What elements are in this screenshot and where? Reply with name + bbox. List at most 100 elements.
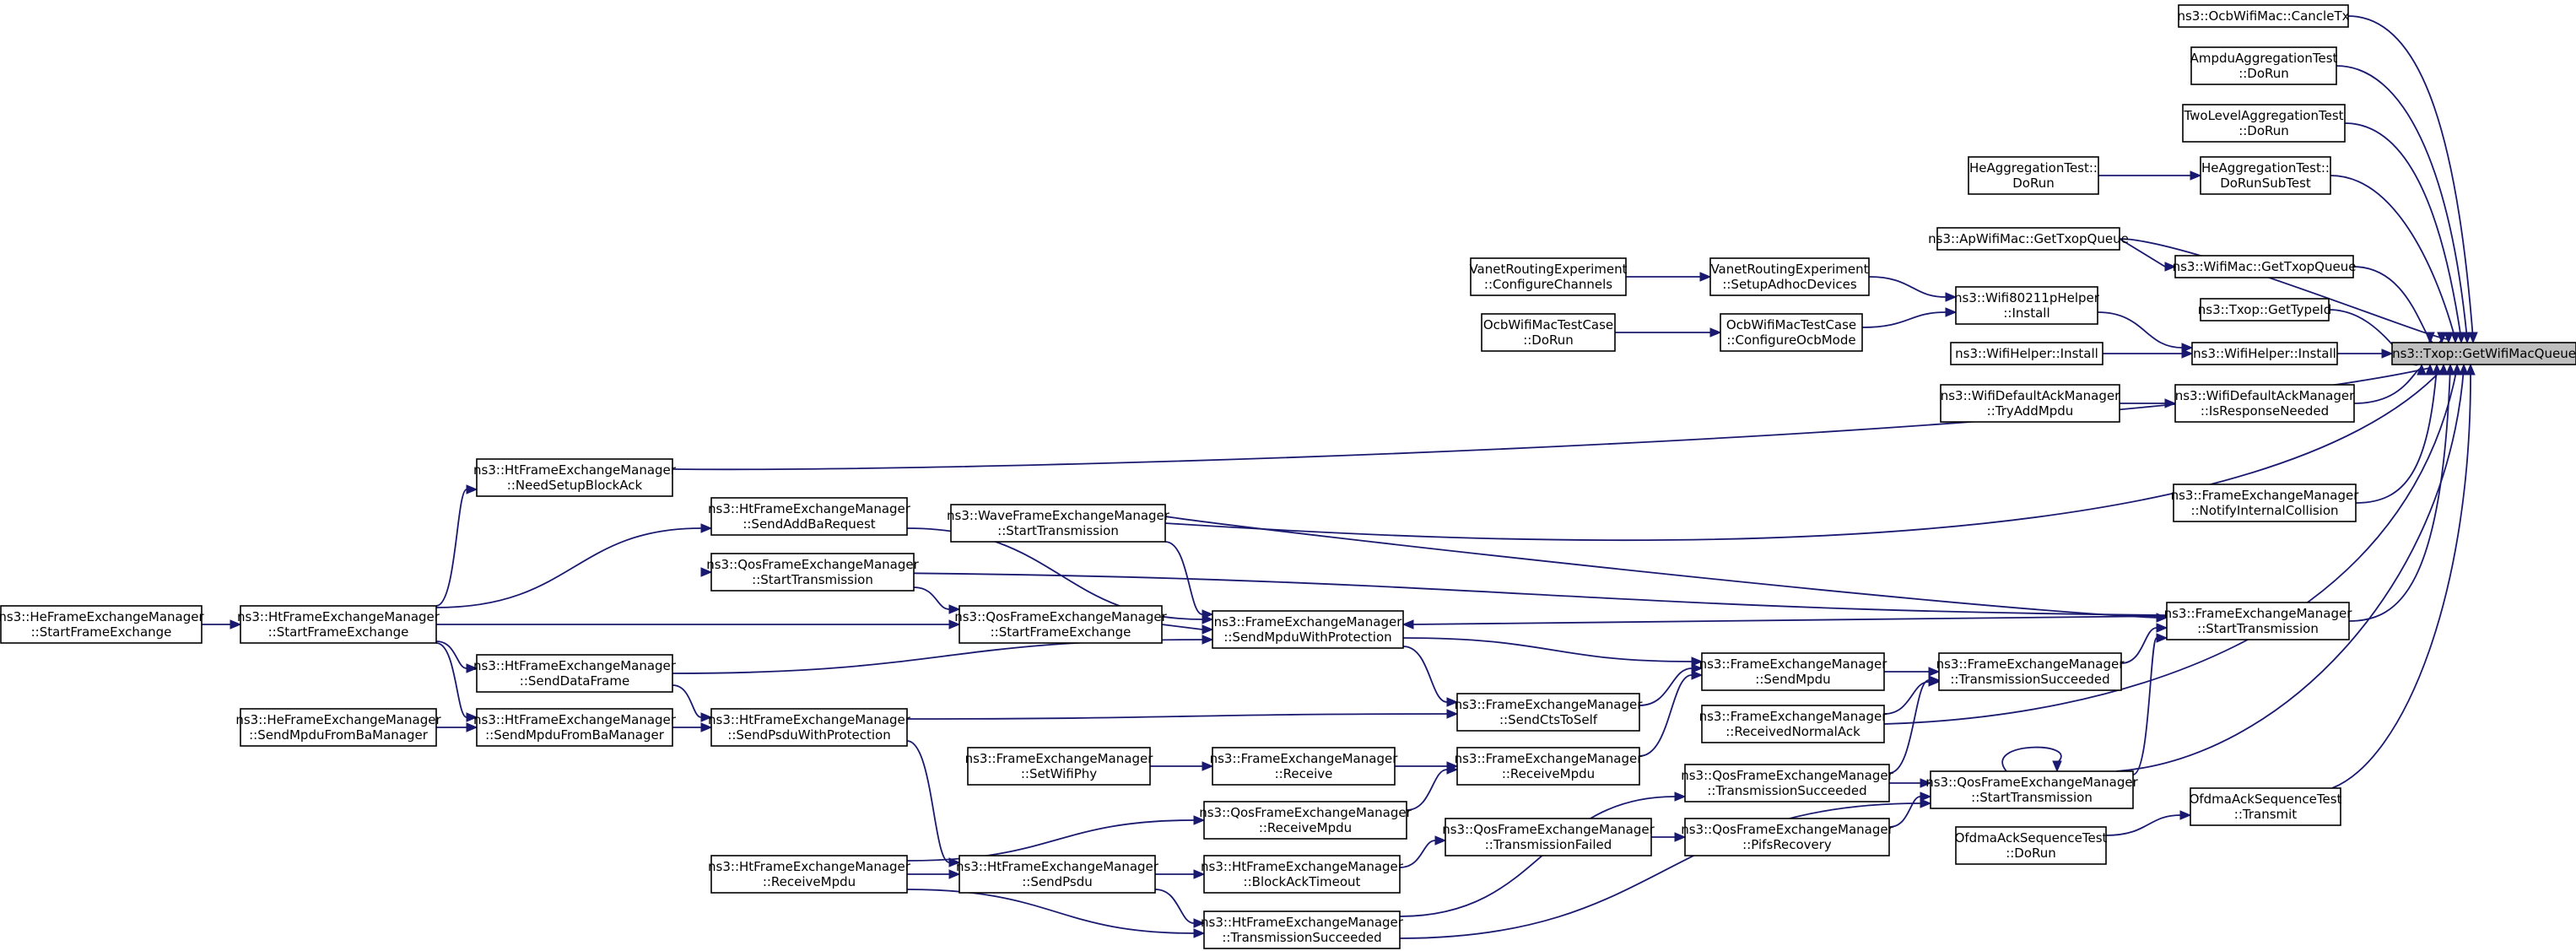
- arrowhead-sendpsduwithprot-to-sendpsdu: [948, 857, 961, 867]
- call-edge-qos-starttx-to-qos-startfe: [913, 586, 950, 610]
- call-edge-receivempdu-to-sendmpdu: [1639, 674, 1693, 757]
- node-he-dorun[interactable]: HeAggregationTest::DoRun: [1968, 156, 2099, 195]
- node-he-dorunsubtest[interactable]: HeAggregationTest::DoRunSubTest: [2200, 156, 2331, 195]
- call-edge-he_dorunsubtest-to-target: [2330, 175, 2456, 340]
- node-qos-txsucceeded[interactable]: ns3::QosFrameExchangeManager::Transmissi…: [1681, 764, 1894, 802]
- call-edge-ht-startfe-to-sendaddba: [435, 527, 702, 608]
- node-wifihelper-install-a[interactable]: ns3::WifiHelper::Install: [1950, 342, 2103, 365]
- node-wave-starttx[interactable]: ns3::WaveFrameExchangeManager::StartTran…: [947, 504, 1170, 543]
- node-label-line: ns3::HeFrameExchangeManager: [0, 609, 204, 624]
- node-label-line: ::ReceiveMpdu: [763, 874, 856, 889]
- call-edge-sendmpduwithprot-to-ctstoself: [1402, 646, 1448, 703]
- node-label-line: ::SendMpdu: [1755, 672, 1830, 687]
- node-ht-receivempdu[interactable]: ns3::HtFrameExchangeManager::ReceiveMpdu: [708, 855, 911, 894]
- node-label-line: ns3::HeFrameExchangeManager: [235, 712, 441, 727]
- node-ht-needsetup[interactable]: ns3::HtFrameExchangeManager::NeedSetupBl…: [473, 458, 677, 497]
- arrowhead-wave-to-sendmpduwithprot: [1202, 609, 1214, 619]
- node-label-line: ::StartFrameExchange: [268, 624, 409, 640]
- node-vanet-setup[interactable]: VanetRoutingExperiment::SetupAdhocDevice…: [1709, 257, 1870, 296]
- node-ap-gettxopqueue[interactable]: ns3::ApWifiMac::GetTxopQueue: [1928, 227, 2129, 251]
- node-fem-receivednormalack[interactable]: ns3::FrameExchangeManager::ReceivedNorma…: [1699, 705, 1888, 743]
- node-fem-txsucceeded[interactable]: ns3::FrameExchangeManager::TransmissionS…: [1936, 652, 2125, 691]
- node-ampdu-dorun[interactable]: AmpduAggregationTest::DoRun: [2190, 46, 2338, 85]
- arrowhead-txop_gettypeid-to-target: [2425, 332, 2435, 344]
- node-box: [959, 605, 1163, 644]
- node-ht-sendaddba[interactable]: ns3::HtFrameExchangeManager::SendAddBaRe…: [708, 497, 911, 536]
- node-label-line: ns3::WifiMac::GetTxopQueue: [2173, 259, 2357, 274]
- node-qos-receivempdu[interactable]: ns3::QosFrameExchangeManager::ReceiveMpd…: [1199, 801, 1412, 840]
- node-box: [710, 855, 908, 894]
- node-qos-starttx-left[interactable]: ns3::QosFrameExchangeManager::StartTrans…: [706, 553, 920, 592]
- arrowhead-qos-receivempdu-to-fem: [1446, 765, 1459, 775]
- node-he-sendmpdufromba[interactable]: ns3::HeFrameExchangeManager::SendMpduFro…: [235, 708, 441, 747]
- call-edge-ht-startfe-to-sendmpdufromba: [435, 642, 467, 718]
- node-ht-senddataframe[interactable]: ns3::HtFrameExchangeManager::SendDataFra…: [473, 654, 677, 693]
- node-label-line: ::Install: [2003, 305, 2049, 321]
- node-box: [2200, 156, 2331, 195]
- node-label-line: ::TransmissionFailed: [1485, 837, 1612, 852]
- node-box: [1212, 747, 1396, 786]
- node-fem-sendmpdu[interactable]: ns3::FrameExchangeManager::SendMpdu: [1699, 652, 1888, 691]
- node-box: [710, 553, 915, 592]
- node-qos-pifsrecovery[interactable]: ns3::QosFrameExchangeManager::PifsRecove…: [1681, 818, 1894, 856]
- node-label-line: HeAggregationTest::: [1969, 160, 2098, 176]
- node-fem-sendmpduwithprot[interactable]: ns3::FrameExchangeManager::SendMpduWithP…: [1212, 610, 1404, 649]
- node-he-startfe[interactable]: ns3::HeFrameExchangeManager::StartFrameE…: [0, 605, 204, 644]
- node-fem-sendctstoself[interactable]: ns3::FrameExchangeManager::SendCtsToSelf: [1455, 693, 1644, 732]
- node-box: [2191, 342, 2338, 365]
- node-wifihelper-install-b[interactable]: ns3::WifiHelper::Install: [2191, 342, 2338, 365]
- node-ofdma-dorun[interactable]: OfdmaAckSequenceTest::DoRun: [1955, 826, 2108, 865]
- node-txop-gettypeid[interactable]: ns3::Txop::GetTypeId: [2198, 298, 2332, 322]
- node-label-line: ::StartTransmission: [1971, 790, 2093, 805]
- node-box: [950, 504, 1166, 543]
- node-fem-starttx[interactable]: ns3::FrameExchangeManager::StartTransmis…: [2164, 602, 2353, 640]
- node-ht-blockacktimeout[interactable]: ns3::HtFrameExchangeManager::BlockAckTim…: [1201, 855, 1404, 894]
- node-defack-isresponse[interactable]: ns3::WifiDefaultAckManager::IsResponseNe…: [2174, 384, 2355, 423]
- node-fem-setwifiphy[interactable]: ns3::FrameExchangeManager::SetWifiPhy: [965, 747, 1154, 786]
- call-edge-blockacktimeout-to-txfailed: [1399, 840, 1436, 868]
- node-ofdma-transmit[interactable]: OfdmaAckSequenceTest::Transmit: [2190, 787, 2342, 826]
- node-fem-receivempdu[interactable]: ns3::FrameExchangeManager::ReceiveMpdu: [1455, 747, 1644, 786]
- arrowhead-wifi80211p-to-wifihelper: [2181, 343, 2194, 353]
- node-label-line: OcbWifiMacTestCase: [1483, 317, 1613, 332]
- arrowhead-ht-receivempdu-to-qos: [1193, 815, 1206, 825]
- arrowhead-sendpsdu-to-ht-txsucceeded: [1193, 918, 1206, 928]
- node-box: [967, 747, 1151, 786]
- node-ht-sendpsdu[interactable]: ns3::HtFrameExchangeManager::SendPsdu: [956, 855, 1159, 894]
- node-label-line: ::DoRun: [2238, 123, 2289, 138]
- node-ocb-cancletx[interactable]: ns3::OcbWifiMac::CancleTx: [2177, 4, 2350, 28]
- call-edge-defack_isresponse-to-target: [2353, 367, 2422, 404]
- node-fem-receive[interactable]: ns3::FrameExchangeManager::Receive: [1210, 747, 1399, 786]
- node-label-line: ns3::QosFrameExchangeManager: [1442, 822, 1655, 837]
- node-ht-txsucceeded[interactable]: ns3::HtFrameExchangeManager::Transmissio…: [1201, 910, 1404, 949]
- node-getwifimacqueue[interactable]: ns3::Txop::GetWifiMacQueue: [2391, 342, 2576, 365]
- node-ocbtest-dorun[interactable]: OcbWifiMacTestCase::DoRun: [1481, 313, 1616, 352]
- arrowhead-ht-startfe-to-senddataframe: [466, 663, 478, 673]
- node-box: [1684, 764, 1890, 802]
- node-qos-startfe[interactable]: ns3::QosFrameExchangeManager::StartFrame…: [954, 605, 1168, 644]
- arrowhead-ht-startfe-to-qos-startfe: [948, 619, 961, 629]
- node-qos-starttx-right[interactable]: ns3::QosFrameExchangeManager::StartTrans…: [1925, 770, 2139, 809]
- node-ht-sendpsduwithprot[interactable]: ns3::HtFrameExchangeManager::SendPsduWit…: [708, 708, 911, 747]
- node-vanet-configure[interactable]: VanetRoutingExperiment::ConfigureChannel…: [1469, 257, 1628, 296]
- node-qos-txfailed[interactable]: ns3::QosFrameExchangeManager::Transmissi…: [1442, 818, 1655, 856]
- node-box: [1203, 801, 1407, 840]
- node-label-line: ns3::Txop::GetTypeId: [2198, 302, 2332, 317]
- node-label-line: ns3::FrameExchangeManager: [1936, 657, 2125, 672]
- node-wifi80211p-install[interactable]: ns3::Wifi80211pHelper::Install: [1954, 286, 2100, 325]
- node-wifimac-gettxopqueue[interactable]: ns3::WifiMac::GetTxopQueue: [2173, 255, 2357, 278]
- node-label-line: ns3::FrameExchangeManager: [1214, 614, 1403, 629]
- node-fem-notifycollision[interactable]: ns3::FrameExchangeManager::NotifyInterna…: [2171, 484, 2360, 522]
- node-ocbtest-configure[interactable]: OcbWifiMacTestCase::ConfigureOcbMode: [1720, 313, 1863, 352]
- node-box: [2190, 46, 2337, 85]
- call-edge-qos-txsucceeded-to-fem-txsucceeded: [1888, 679, 1930, 774]
- node-ht-startfe[interactable]: ns3::HtFrameExchangeManager::StartFrameE…: [237, 605, 440, 644]
- node-label-line: ::BlockAckTimeout: [1244, 874, 1361, 889]
- arrowhead-ht-startfe-to-needsetup: [466, 484, 478, 494]
- arrowhead-he-startfe-to-ht-startfe: [230, 619, 242, 629]
- node-twolevel-dorun[interactable]: TwoLevelAggregationTest::DoRun: [2182, 104, 2346, 143]
- node-defack-tryadd[interactable]: ns3::WifiDefaultAckManager::TryAddMpdu: [1940, 384, 2120, 423]
- node-label-line: ::SendCtsToSelf: [1499, 712, 1598, 727]
- node-ht-sendmpdufromba[interactable]: ns3::HtFrameExchangeManager::SendMpduFro…: [473, 708, 677, 747]
- node-label-line: ::StartTransmission: [997, 523, 1119, 538]
